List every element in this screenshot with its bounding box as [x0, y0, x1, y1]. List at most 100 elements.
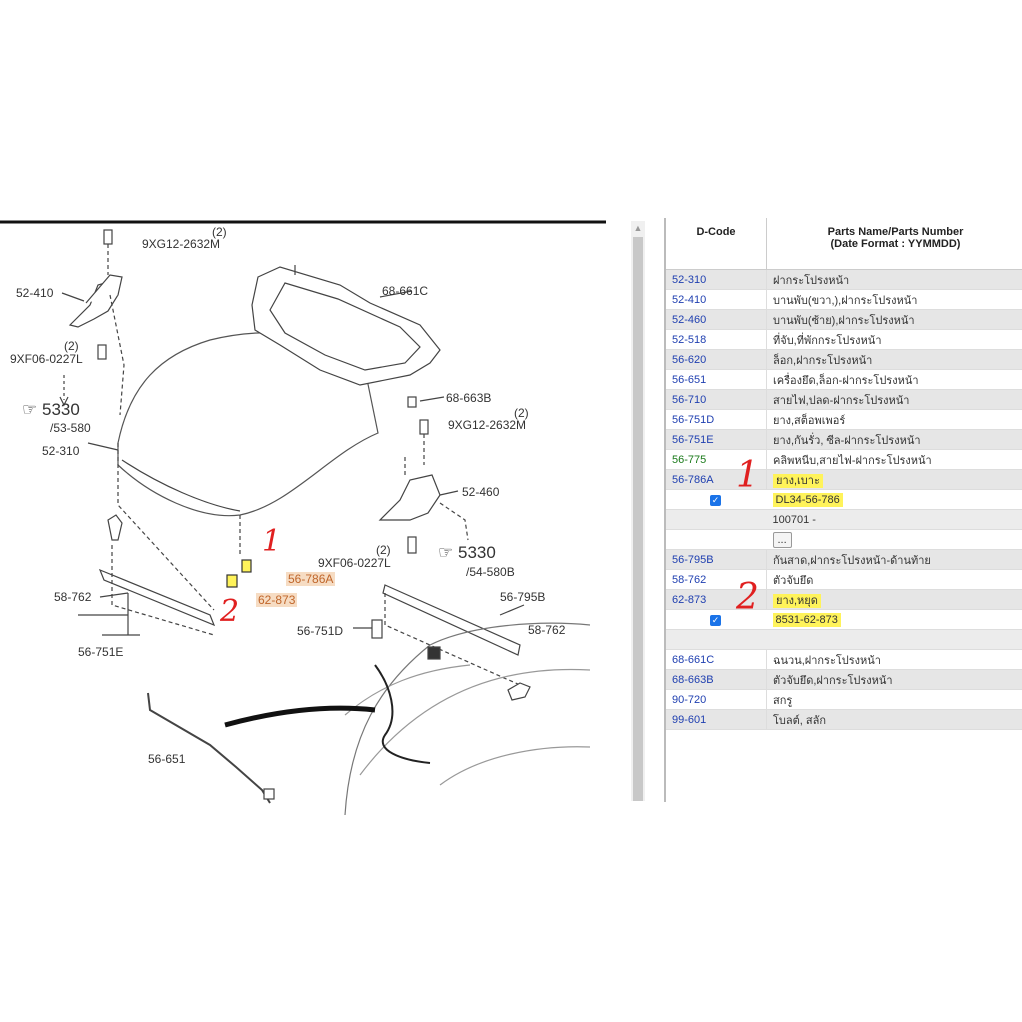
pointing-hand-icon: ☞: [438, 543, 454, 562]
more-button[interactable]: ...: [772, 531, 792, 548]
part-name-cell: กันสาด,ฝากระโปรงหน้า-ด้านท้าย: [766, 549, 1022, 570]
part-checkbox[interactable]: ✓: [710, 614, 721, 626]
part-name-cell: บานพับ(ซ้าย),ฝากระโปรงหน้า: [766, 309, 1022, 330]
part-name-cell: สายไฟ,ปลด-ฝากระโปรงหน้า: [766, 389, 1022, 410]
dcode-cell[interactable]: 56-775: [666, 449, 767, 470]
scroll-thumb[interactable]: [633, 237, 643, 801]
dcode-cell[interactable]: 56-751D: [666, 409, 767, 430]
part-label-52-460: 52-460: [462, 485, 500, 499]
quantity-label: (2): [64, 339, 79, 353]
dcode-cell[interactable]: 56-795B: [666, 549, 767, 570]
part-label-68-661c: 68-661C: [382, 284, 429, 298]
highlighted-part-name: ยาง,เบาะ: [773, 473, 823, 488]
part-number-row[interactable]: ✓ DL34-56-786: [666, 489, 1022, 510]
dcode-cell[interactable]: 68-663B: [666, 669, 767, 690]
dcode-cell[interactable]: 62-873: [666, 589, 767, 610]
dcode-cell[interactable]: 52-518: [666, 329, 767, 350]
reference-5330-right: ☞ 5330: [438, 543, 496, 562]
more-cell[interactable]: ...: [766, 529, 1022, 550]
part-name-cell: คลิพหนีบ,สายไฟ-ฝากระโปรงหน้า: [766, 449, 1022, 470]
empty-cell: [666, 529, 767, 550]
part-name-cell: บานพับ(ขวา,),ฝากระโปรงหน้า: [766, 289, 1022, 310]
vertical-scrollbar[interactable]: ▲: [631, 221, 645, 801]
part-label-56-751e: 56-751E: [78, 645, 124, 659]
scroll-up-arrow-icon[interactable]: ▲: [633, 223, 643, 233]
table-annotation-one: 1: [736, 455, 759, 496]
parts-table: D-Code Parts Name/Parts Number(Date Form…: [666, 218, 1022, 730]
dcode-cell[interactable]: 56-710: [666, 389, 767, 410]
checkbox-cell[interactable]: ✓: [666, 609, 767, 630]
table-row-selected[interactable]: 62-873 ยาง,หยุด: [666, 589, 1022, 610]
dcode-cell[interactable]: 90-720: [666, 689, 767, 710]
part-label-56-751d: 56-751D: [297, 624, 344, 638]
spacer-row: [666, 629, 1022, 650]
part-name-cell: ที่จับ,ที่พักกระโปรงหน้า: [766, 329, 1022, 350]
dcode-cell[interactable]: 99-601: [666, 709, 767, 730]
dcode-cell[interactable]: 58-762: [666, 569, 767, 590]
reference-sub-right: /54-580B: [466, 565, 515, 579]
part-name-cell: ล็อก,ฝากระโปรงหน้า: [766, 349, 1022, 370]
dcode-cell[interactable]: 56-786A: [666, 469, 767, 490]
table-header: D-Code Parts Name/Parts Number(Date Form…: [666, 218, 1022, 270]
highlighted-part-name: ยาง,หยุด: [773, 593, 821, 608]
highlighted-part-number: 8531-62-873: [772, 612, 841, 627]
annotation-two: 2: [220, 594, 240, 629]
part-name-cell: ยาง,สต็อพเพอร์: [766, 409, 1022, 430]
reference-5330-left: ☞ 5330: [22, 400, 80, 419]
part-label-56-795b: 56-795B: [500, 590, 546, 604]
part-name-cell: ฉนวน,ฝากระโปรงหน้า: [766, 649, 1022, 670]
parts-diagram: (2) 9XG12-2632M 52-410 (2) 9XF06-0227L ☞…: [0, 215, 610, 815]
dcode-cell[interactable]: 52-310: [666, 269, 767, 290]
quantity-label: (2): [212, 225, 227, 239]
dcode-cell[interactable]: 68-661C: [666, 649, 767, 670]
dcode-cell[interactable]: 56-651: [666, 369, 767, 390]
bolt-label: 9XG12-2632M: [142, 237, 221, 251]
part-label-62-873: 62-873: [256, 593, 298, 607]
checkbox-cell[interactable]: ✓: [666, 489, 767, 510]
table-row-selected[interactable]: 56-786A ยาง,เบาะ: [666, 469, 1022, 490]
part-name-cell: ยาง,เบาะ: [766, 469, 1022, 490]
part-checkbox[interactable]: ✓: [710, 494, 721, 506]
part-name-cell: ยาง,กันรั่ว, ซีล-ฝากระโปรงหน้า: [766, 429, 1022, 450]
part-name-cell: โบลต์, สลัก: [766, 709, 1022, 730]
part-label-56-786a: 56-786A: [286, 572, 336, 586]
part-number-row[interactable]: ✓ 8531-62-873: [666, 609, 1022, 630]
part-name-cell: ยาง,หยุด: [766, 589, 1022, 610]
dcode-cell[interactable]: 52-460: [666, 309, 767, 330]
part-label-52-310: 52-310: [42, 444, 80, 458]
empty-cell: [766, 629, 1022, 650]
more-row[interactable]: ...: [666, 529, 1022, 550]
dcode-cell[interactable]: 56-620: [666, 349, 767, 370]
dcode-cell[interactable]: 52-410: [666, 289, 767, 310]
part-label-52-410: 52-410: [16, 286, 54, 300]
dcode-cell[interactable]: 56-751E: [666, 429, 767, 450]
column-header-dcode: D-Code: [666, 218, 767, 270]
part-name-cell: สกรู: [766, 689, 1022, 710]
bolt-label: 9XF06-0227L: [10, 352, 83, 366]
diagram-drawing: [0, 220, 606, 815]
quantity-label: (2): [514, 406, 529, 420]
highlighted-part-number: DL34-56-786: [772, 492, 843, 507]
part-label-58-762-right: 58-762: [528, 623, 566, 637]
pointing-hand-icon: ☞: [22, 400, 38, 419]
quantity-label: (2): [376, 543, 391, 557]
reference-sub-left: /53-580: [50, 421, 91, 435]
part-name-cell: ตัวจับยึด,ฝากระโปรงหน้า: [766, 669, 1022, 690]
bolt-label: 9XG12-2632M: [448, 418, 527, 432]
